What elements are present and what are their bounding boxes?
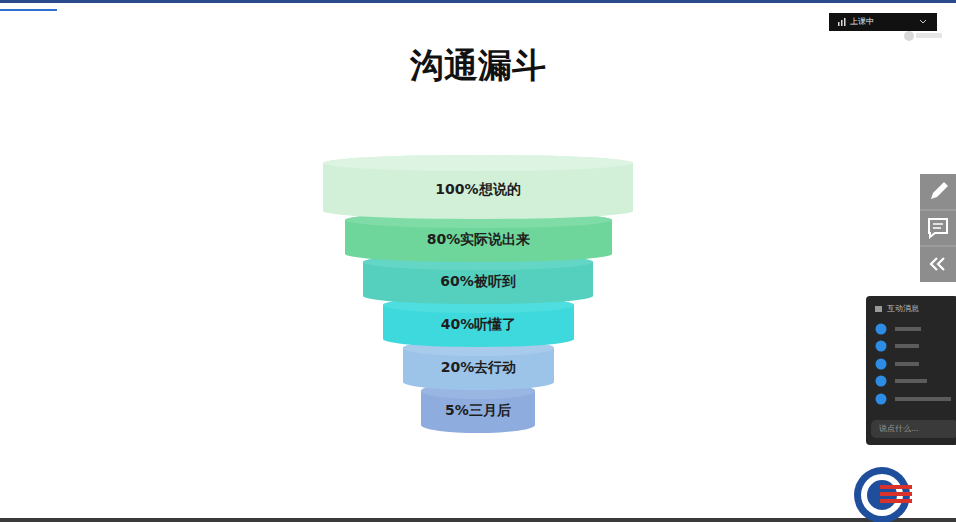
tool-divider <box>920 246 956 247</box>
panel-heading: 互动消息 <box>887 303 919 315</box>
signal-icon <box>838 18 846 26</box>
watermark-logo <box>904 31 914 41</box>
band-label: 20%去行动 <box>403 358 554 376</box>
band-label: 100%想说的 <box>323 180 633 198</box>
band-label: 80%实际说出来 <box>345 230 612 248</box>
chevron-icon <box>920 20 926 23</box>
chat-icon <box>929 219 947 237</box>
tab-underline <box>0 9 57 11</box>
funnel-band: 80%实际说出来 <box>345 212 612 262</box>
watermark-text <box>916 33 942 38</box>
funnel-band: 20%去行动 <box>403 340 554 390</box>
bottom-border <box>0 518 956 522</box>
company-logo <box>854 467 912 522</box>
top-bar <box>0 0 956 3</box>
tool-panel <box>920 174 956 282</box>
status-dropdown <box>829 13 937 31</box>
input-placeholder: 说点什么... <box>879 423 919 435</box>
funnel-band: 100%想说的 <box>323 155 633 219</box>
status-text: 上课中 <box>850 16 874 28</box>
collapse-icon <box>931 258 944 270</box>
funnel-band: 40%听懂了 <box>383 297 574 347</box>
band-label: 60%被听到 <box>363 272 593 290</box>
band-label: 5%三月后 <box>421 401 535 419</box>
tool-divider <box>920 210 956 211</box>
funnel-band: 5%三月后 <box>421 383 535 433</box>
band-label: 40%听懂了 <box>383 315 574 333</box>
panel-icon <box>875 306 882 312</box>
pencil-icon <box>931 182 948 199</box>
chat-messages <box>876 324 952 405</box>
chat-input <box>871 420 956 438</box>
chat-panel <box>866 296 956 445</box>
slide-title: 沟通漏斗 <box>0 44 956 86</box>
